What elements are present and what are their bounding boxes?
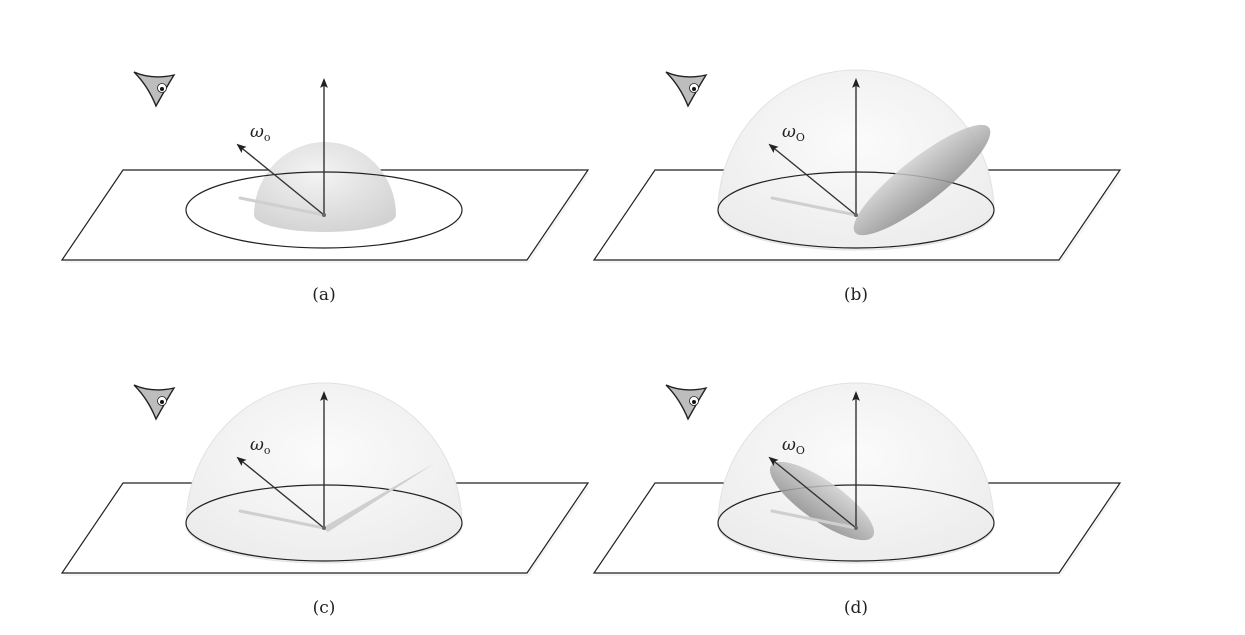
origin-point (322, 213, 326, 217)
omega-subscript: o (264, 444, 271, 457)
eye-outline (133, 384, 176, 421)
origin-point (322, 526, 326, 530)
eye-outline (133, 71, 176, 108)
omega-projection-shadow (770, 509, 858, 530)
panel-d: ωO (592, 382, 1122, 576)
eye-icon (665, 71, 708, 108)
panel-b: ωO (592, 69, 1122, 263)
caption-b: (b) (843, 285, 869, 305)
eye-icon (665, 384, 708, 421)
omega-o-arrow (768, 456, 857, 529)
specular-spike-lobe (322, 463, 435, 532)
eye-outline (665, 384, 708, 421)
omega-projection-shadow (770, 196, 858, 217)
omega-subscript: o (264, 131, 271, 144)
omega-o-label: ωo (250, 122, 271, 144)
caption-c: (c) (312, 598, 336, 618)
origin-point (854, 526, 858, 530)
specular-lobe (853, 124, 991, 236)
eye-outline (665, 71, 708, 108)
panel-c: ωo (60, 382, 590, 576)
eye-icon (133, 71, 176, 108)
omega-o-arrow (236, 456, 325, 529)
eye-pupil (160, 87, 164, 91)
omega-subscript: O (796, 444, 805, 457)
caption-a: (a) (312, 285, 336, 305)
eye-icon (133, 384, 176, 421)
eye-pupil (692, 400, 696, 404)
omega-o-arrow (768, 143, 857, 216)
omega-projection-shadow (238, 196, 326, 217)
omega-o-arrow (236, 143, 325, 216)
omega-subscript: O (796, 131, 805, 144)
diffuse-hemisphere (254, 142, 396, 232)
eye-pupil (692, 87, 696, 91)
caption-d: (d) (843, 598, 869, 618)
omega-projection-shadow (238, 509, 326, 530)
eye-pupil (160, 400, 164, 404)
panel-a: ωo (60, 71, 590, 263)
origin-point (854, 213, 858, 217)
